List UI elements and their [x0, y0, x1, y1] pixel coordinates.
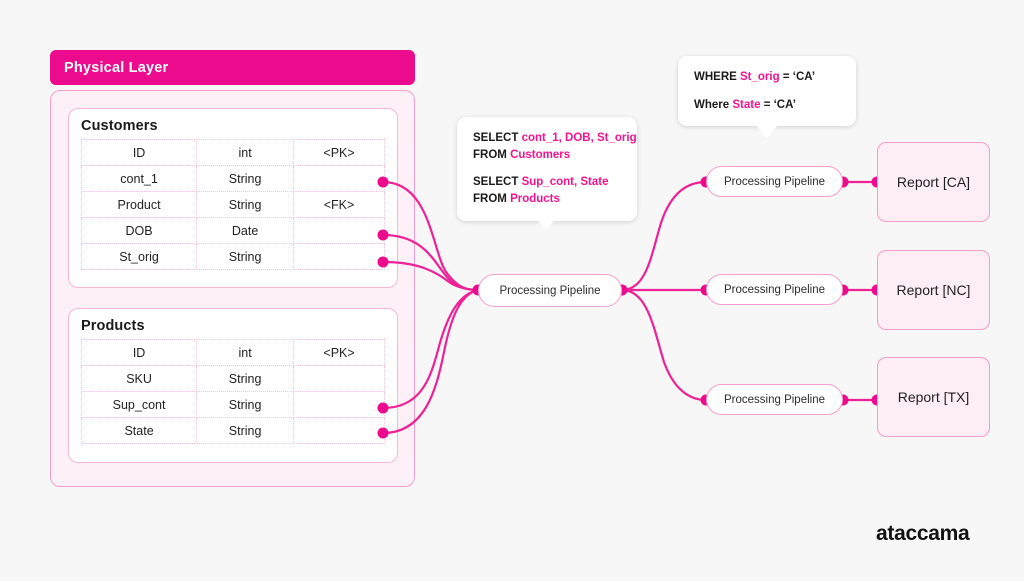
table-title-customers: Customers [81, 118, 158, 134]
node-processing-pipeline-tx[interactable]: Processing Pipeline [706, 384, 843, 415]
column-name: DOB [80, 217, 198, 244]
sql-field: State [732, 98, 761, 111]
report-label: Report [CA] [896, 174, 971, 190]
edge-supcont [381, 288, 480, 410]
column-key [293, 417, 385, 444]
column-type: String [196, 165, 295, 192]
node-report-tx[interactable]: Report [TX] [877, 357, 990, 437]
select-line-4: FROM Products [473, 191, 621, 208]
sql-field: St_orig [740, 71, 780, 83]
column-name: Sup_cont [80, 391, 198, 418]
column-type: String [196, 417, 295, 444]
select-line-3: SELECT Sup_cont, State [473, 174, 621, 191]
pipeline-label: Processing Pipeline [723, 283, 825, 296]
column-key [293, 243, 385, 270]
sql-condition: = ‘CA’ [782, 71, 816, 83]
pipeline-label: Processing Pipeline [499, 284, 601, 297]
table-row: Product String <FK> [80, 191, 385, 218]
column-type: String [196, 191, 295, 218]
pipeline-label: Processing Pipeline [723, 393, 825, 406]
select-line-2: FROM Customers [473, 147, 621, 164]
table-row: DOB Date [80, 217, 385, 244]
report-label: Report [TX] [897, 389, 970, 405]
column-name: ID [80, 339, 198, 366]
node-processing-pipeline-nc[interactable]: Processing Pipeline [706, 274, 843, 305]
spacer [694, 86, 840, 97]
column-key [293, 217, 385, 244]
table-row: ID int <PK> [80, 339, 385, 366]
node-processing-pipeline-main[interactable]: Processing Pipeline [478, 274, 622, 307]
column-type: String [196, 391, 295, 418]
edge-main-ca [620, 180, 708, 292]
table-title-products: Products [81, 318, 145, 334]
tooltip-where-filters: WHERE St_orig = ‘CA’ Where State = ‘CA’ [678, 56, 856, 127]
tooltip-select-queries: SELECT cont_1, DOB, St_orig FROM Custome… [457, 117, 637, 221]
sql-keyword: FROM [473, 193, 507, 206]
where-line-2: Where State = ‘CA’ [694, 97, 840, 114]
sql-table: Customers [510, 148, 571, 161]
sql-fields: cont_1, DOB, St_orig [521, 132, 637, 144]
table-row: SKU String [80, 365, 385, 392]
node-report-ca[interactable]: Report [CA] [877, 142, 990, 222]
column-name: State [80, 417, 198, 444]
sql-table: Products [510, 193, 560, 206]
column-name: cont_1 [80, 165, 198, 192]
edge-state [381, 288, 480, 435]
column-name: St_orig [80, 243, 198, 270]
edge-storig [381, 260, 480, 292]
physical-layer-banner: Physical Layer [50, 50, 415, 85]
table-row: State String [80, 417, 385, 444]
table-row: ID int <PK> [80, 139, 385, 166]
select-line-1: SELECT cont_1, DOB, St_orig [473, 130, 637, 147]
column-key: <FK> [293, 191, 385, 218]
sql-keyword: FROM [473, 148, 507, 161]
physical-layer-label: Physical Layer [64, 59, 169, 76]
logo-text: ataccama [876, 522, 970, 545]
table-card-customers: Customers ID int <PK> cont_1 String Prod… [68, 108, 398, 288]
spacer [473, 163, 621, 174]
sql-keyword: WHERE [694, 71, 737, 83]
node-report-nc[interactable]: Report [NC] [877, 250, 990, 330]
ataccama-logo: ataccama [876, 522, 970, 546]
table-card-products: Products ID int <PK> SKU String Sup_cont… [68, 308, 398, 463]
column-key [293, 365, 385, 392]
report-label: Report [NC] [896, 282, 971, 298]
node-processing-pipeline-ca[interactable]: Processing Pipeline [706, 166, 843, 197]
column-type: String [196, 243, 295, 270]
table-grid-products: ID int <PK> SKU String Sup_cont String S… [80, 339, 385, 444]
table-row: St_orig String [80, 243, 385, 270]
where-line-1: WHERE St_orig = ‘CA’ [694, 69, 840, 86]
column-type: int [196, 339, 295, 366]
edge-main-tx [620, 288, 708, 402]
sql-keyword: SELECT [473, 176, 519, 189]
table-row: Sup_cont String [80, 391, 385, 418]
table-grid-customers: ID int <PK> cont_1 String Product String… [80, 139, 385, 270]
sql-keyword: Where [694, 98, 730, 111]
column-name: Product [80, 191, 198, 218]
pipeline-label: Processing Pipeline [723, 175, 825, 188]
sql-fields: Sup_cont, State [521, 176, 609, 189]
sql-keyword: SELECT [473, 132, 519, 144]
sql-condition: = ‘CA’ [763, 98, 796, 111]
